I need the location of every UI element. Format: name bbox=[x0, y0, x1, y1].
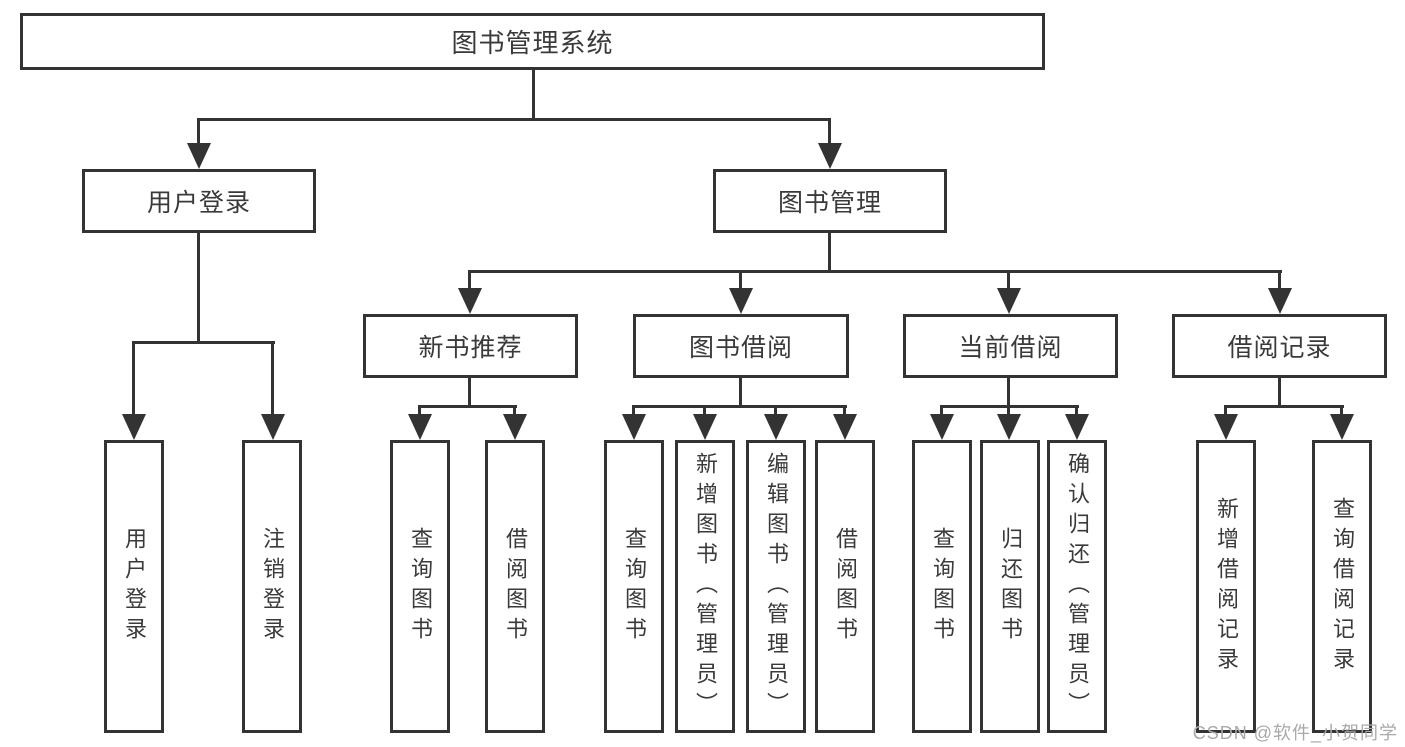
connector-bb-add-shaft bbox=[703, 405, 706, 420]
node-root-label: 图书管理系统 bbox=[451, 28, 614, 58]
arrowhead-cb-confirm bbox=[1065, 414, 1089, 440]
node-current-borrow: 当前借阅 bbox=[903, 314, 1118, 378]
leaf-user-login: 用户登录 bbox=[104, 440, 164, 733]
leaf-cb-confirm-return-admin-label: 确认归还（管理员） bbox=[1065, 451, 1090, 722]
connector-user-login-children-bar bbox=[132, 341, 275, 344]
leaf-br-add-record-label: 新增借阅记录 bbox=[1214, 496, 1239, 677]
leaf-bb-query-books: 查询图书 bbox=[604, 440, 664, 733]
node-user-login-group-label: 用户登录 bbox=[146, 189, 251, 217]
leaf-bb-add-books-admin-label: 新增图书（管理员） bbox=[693, 451, 718, 722]
connector-current-borrow-shaft bbox=[1007, 270, 1010, 294]
arrowhead-nb-query bbox=[408, 414, 432, 440]
leaf-bb-add-books-admin: 新增图书（管理员） bbox=[675, 440, 735, 733]
arrowhead-login bbox=[122, 414, 146, 440]
connector-new-book-children-bar bbox=[418, 405, 517, 408]
connector-borrow-records-children-bar bbox=[1224, 405, 1344, 408]
leaf-cb-return-books-label: 归还图书 bbox=[998, 526, 1023, 647]
node-book-borrow-label: 图书借阅 bbox=[688, 334, 793, 362]
connector-br-query-shaft bbox=[1340, 405, 1343, 420]
arrowhead-bb-query bbox=[622, 414, 646, 440]
leaf-nb-query-books-label: 查询图书 bbox=[408, 526, 433, 647]
leaf-nb-borrow-books: 借阅图书 bbox=[485, 440, 545, 733]
node-new-book-rec: 新书推荐 bbox=[363, 314, 578, 378]
connector-cb-confirm-shaft bbox=[1075, 405, 1078, 420]
connector-bb-query-shaft bbox=[632, 405, 635, 420]
connector-borrow-records-shaft bbox=[1278, 270, 1281, 294]
node-new-book-rec-label: 新书推荐 bbox=[418, 334, 523, 362]
arrowhead-logout bbox=[261, 414, 285, 440]
arrowhead-bb-add bbox=[693, 414, 717, 440]
leaf-bb-borrow-books-label: 借阅图书 bbox=[833, 526, 858, 647]
connector-level2-bar bbox=[197, 118, 831, 121]
connector-login-shaft bbox=[132, 341, 135, 420]
arrowhead-user-login bbox=[187, 143, 211, 169]
leaf-cb-return-books: 归还图书 bbox=[980, 440, 1040, 733]
node-borrow-records-label: 借阅记录 bbox=[1227, 334, 1332, 362]
leaf-cb-query-books: 查询图书 bbox=[912, 440, 972, 733]
arrowhead-br-query bbox=[1330, 414, 1354, 440]
arrowhead-new-book bbox=[458, 288, 482, 314]
connector-book-borrow-shaft bbox=[739, 270, 742, 294]
connector-logout-shaft bbox=[271, 341, 274, 420]
leaf-cb-query-books-label: 查询图书 bbox=[930, 526, 955, 647]
node-book-mgmt-label: 图书管理 bbox=[777, 189, 882, 217]
leaf-logout: 注销登录 bbox=[242, 440, 302, 733]
connector-current-borrow-stem bbox=[1007, 378, 1010, 407]
connector-user-login-stem bbox=[197, 233, 200, 343]
leaf-br-add-record: 新增借阅记录 bbox=[1196, 440, 1256, 733]
arrowhead-bb-edit bbox=[764, 414, 788, 440]
connector-nb-query-shaft bbox=[418, 405, 421, 420]
connector-borrow-records-stem bbox=[1278, 378, 1281, 407]
leaf-cb-confirm-return-admin: 确认归还（管理员） bbox=[1047, 440, 1107, 733]
arrowhead-cb-return bbox=[997, 414, 1021, 440]
connector-new-book-shaft bbox=[468, 270, 471, 294]
connector-br-add-shaft bbox=[1224, 405, 1227, 420]
csdn-watermark: CSDN @软件_小贺同学 bbox=[1192, 723, 1398, 743]
connector-book-mgmt-shaft bbox=[828, 118, 831, 146]
leaf-br-query-record-label: 查询借阅记录 bbox=[1330, 496, 1355, 677]
leaf-user-login-label: 用户登录 bbox=[122, 526, 147, 647]
leaf-bb-query-books-label: 查询图书 bbox=[622, 526, 647, 647]
connector-bb-borrow-shaft bbox=[843, 405, 846, 420]
arrowhead-book-borrow bbox=[729, 288, 753, 314]
connector-new-book-stem bbox=[468, 378, 471, 407]
arrowhead-bb-borrow bbox=[833, 414, 857, 440]
arrowhead-book-mgmt bbox=[818, 143, 842, 169]
leaf-logout-label: 注销登录 bbox=[260, 526, 285, 647]
connector-cb-query-shaft bbox=[940, 405, 943, 420]
node-root: 图书管理系统 bbox=[20, 13, 1045, 70]
connector-book-borrow-children-bar bbox=[632, 405, 847, 408]
node-book-mgmt: 图书管理 bbox=[713, 169, 947, 233]
connector-nb-borrow-shaft bbox=[513, 405, 516, 420]
leaf-nb-query-books: 查询图书 bbox=[390, 440, 450, 733]
node-current-borrow-label: 当前借阅 bbox=[958, 334, 1063, 362]
node-book-borrow: 图书借阅 bbox=[633, 314, 849, 378]
leaf-nb-borrow-books-label: 借阅图书 bbox=[503, 526, 528, 647]
connector-bb-edit-shaft bbox=[774, 405, 777, 420]
arrowhead-cb-query bbox=[930, 414, 954, 440]
connector-book-mgmt-stem bbox=[828, 233, 831, 273]
arrowhead-current-borrow bbox=[997, 288, 1021, 314]
arrowhead-borrow-records bbox=[1268, 288, 1292, 314]
leaf-bb-edit-books-admin: 编辑图书（管理员） bbox=[746, 440, 806, 733]
node-borrow-records: 借阅记录 bbox=[1172, 314, 1387, 378]
connector-user-login-shaft bbox=[197, 118, 200, 146]
leaf-br-query-record: 查询借阅记录 bbox=[1312, 440, 1372, 733]
leaf-bb-borrow-books: 借阅图书 bbox=[815, 440, 875, 733]
connector-book-borrow-stem bbox=[739, 378, 742, 407]
leaf-bb-edit-books-admin-label: 编辑图书（管理员） bbox=[764, 451, 789, 722]
connector-root-stem bbox=[532, 70, 535, 120]
connector-level3-bar bbox=[468, 270, 1282, 273]
node-user-login-group: 用户登录 bbox=[82, 169, 316, 233]
connector-cb-return-shaft bbox=[1007, 405, 1010, 420]
arrowhead-nb-borrow bbox=[503, 414, 527, 440]
arrowhead-br-add bbox=[1214, 414, 1238, 440]
